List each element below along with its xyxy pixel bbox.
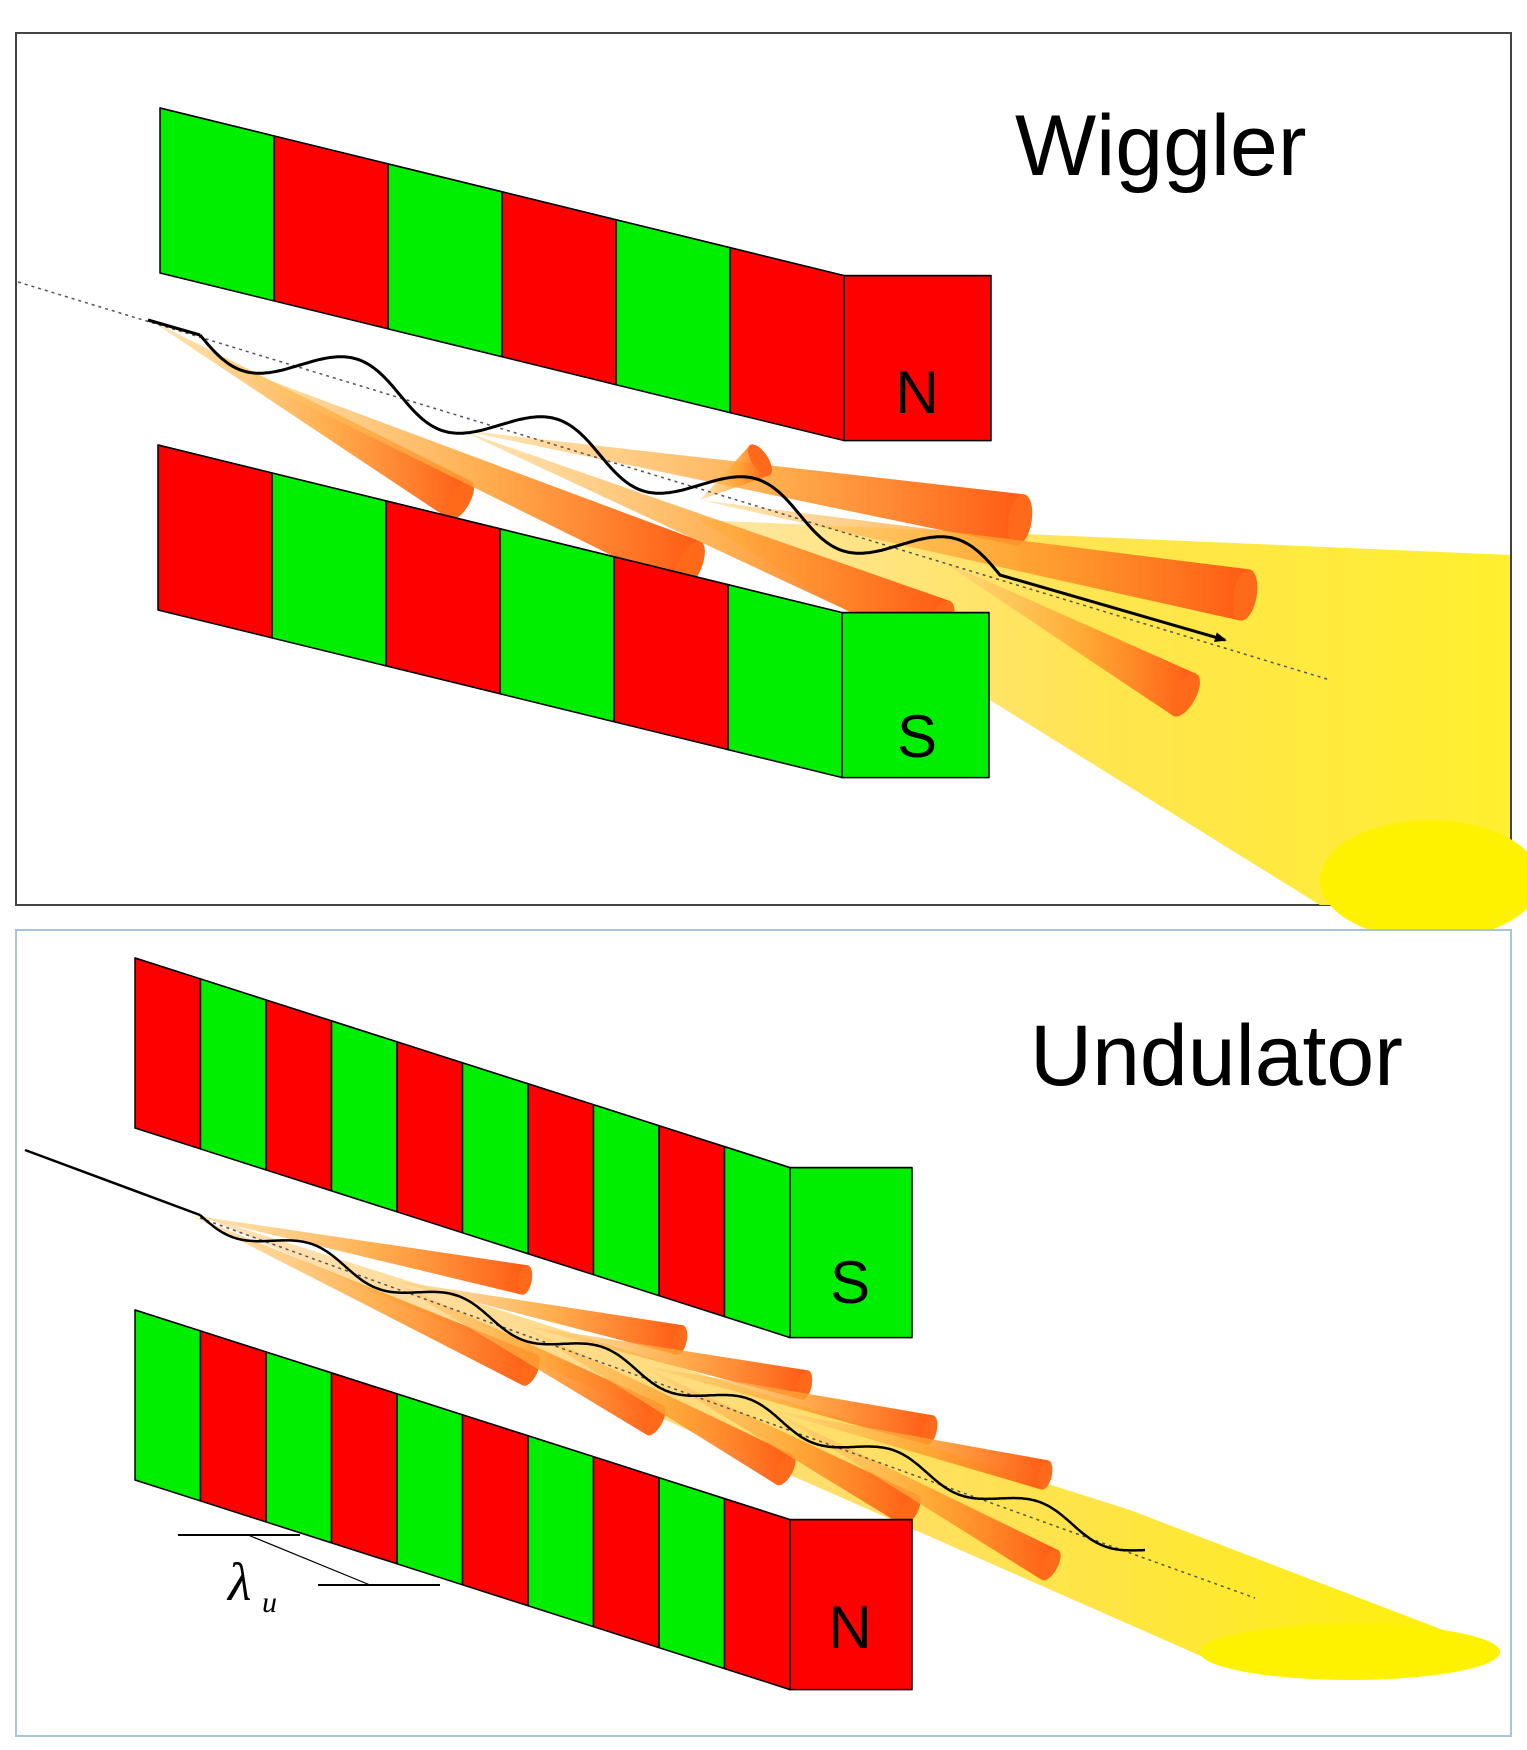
wiggler-upper-magnet-side (273, 135, 389, 330)
undulator-radiation-cone (390, 1280, 663, 1436)
wiggler-radiation-cone-tip (446, 480, 474, 520)
undulator-lower-magnet-side (527, 1435, 595, 1628)
undulator-radiation-cone-tip (1037, 1460, 1053, 1490)
wiggler-upper-magnet-side (159, 107, 275, 302)
wiggler-radiation-cone-tip (1007, 494, 1033, 546)
undulator-lower-magnet-side (658, 1476, 726, 1670)
undulator-radiation-cone-tip (922, 1415, 938, 1445)
undulator-lower-magnet-side (723, 1497, 791, 1691)
wiggler-title: Wiggler (1015, 98, 1307, 194)
undulator-beam-axis (199, 1217, 1256, 1599)
undulator-upper-magnet-side (134, 957, 202, 1150)
undulator-radiation-cone (190, 1215, 538, 1386)
wiggler-lower-magnet-side (157, 444, 273, 639)
wiggler-radiation-cone-tip (747, 444, 773, 476)
wiggler-lower-magnet-side (613, 555, 729, 751)
undulator-period-lambda: λ (226, 1552, 251, 1612)
undulator-period-marker: λ u (178, 1534, 440, 1619)
undulator-upper-pole-label: S (830, 1249, 870, 1316)
undulator-upper-magnet-side (527, 1083, 595, 1276)
undulator-radiation-cone (640, 1365, 919, 1525)
undulator-lower-magnet-side (199, 1330, 267, 1523)
undulator-panel: λ u Undulator S N (15, 929, 1512, 1737)
undulator-upper-magnet-side (396, 1041, 464, 1234)
wiggler-radiation-cone (940, 560, 1197, 717)
undulator-radiation-cone (640, 1365, 934, 1445)
undulator-lower-magnet-side (134, 1309, 202, 1502)
undulator-upper-magnet-side (330, 1020, 398, 1213)
wiggler-panel: Wiggler N S (15, 32, 1527, 940)
undulator-upper-magnet-side (461, 1062, 529, 1255)
wiggler-lower-magnet-side (271, 472, 387, 667)
wiggler-upper-magnet-row (159, 107, 992, 442)
undulator-radiation-cone-tip (774, 1454, 796, 1486)
wiggler-radiation-cone-tip (1170, 673, 1200, 717)
wiggler-electron-trajectory (147, 318, 1225, 640)
wiggler-lower-magnet-side (385, 500, 501, 695)
wiggler-lower-magnet-side (727, 583, 843, 779)
undulator-radiation-cone-tip (797, 1370, 813, 1400)
undulator-lower-magnet-row (134, 1309, 913, 1691)
undulator-upper-magnet-side (723, 1145, 791, 1339)
undulator-radiation-fan (200, 1215, 1500, 1680)
undulator-radiation-cone (520, 1325, 794, 1485)
undulator-electron-trajectory (24, 1148, 1146, 1552)
undulator-radiation-cone (770, 1410, 1049, 1490)
wiggler-upper-magnet-side (615, 218, 731, 414)
wiggler-upper-pole-label: N (895, 359, 938, 426)
wiggler-lower-magnet-row (157, 444, 990, 779)
wiggler-upper-magnet-side (501, 191, 617, 386)
undulator-upper-magnet-side (592, 1103, 660, 1297)
undulator-lower-magnet-side (592, 1455, 660, 1649)
undulator-upper-magnet-side (265, 999, 333, 1192)
undulator-radiation-cone-tip (517, 1265, 533, 1295)
wiggler-lower-magnet-side (499, 528, 615, 723)
wiggler-upper-magnet-side (387, 163, 503, 358)
undulator-radiation-cone-tip (1039, 1549, 1061, 1581)
undulator-radiation-cone (190, 1215, 528, 1295)
undulator-upper-magnet-side (658, 1124, 726, 1318)
wiggler-beam-axis (17, 281, 1331, 681)
undulator-radiation-cones (190, 1215, 1061, 1581)
undulator-lower-magnet-side (396, 1393, 464, 1586)
undulator-fan-end (1200, 1624, 1500, 1680)
undulator-lower-magnet-side (330, 1372, 398, 1565)
undulator-radiation-cone-tip (672, 1325, 688, 1355)
undulator-upper-magnet-side (199, 978, 267, 1171)
wiggler-radiation-cone-tip (1232, 569, 1258, 621)
undulator-radiation-cone-tip (899, 1494, 921, 1526)
undulator-lower-magnet-side (461, 1414, 529, 1607)
wiggler-radiation-cone (460, 430, 950, 650)
wiggler-upper-magnet-side (729, 246, 845, 442)
undulator-lower-magnet-side (265, 1351, 333, 1544)
undulator-period-subscript: u (262, 1586, 277, 1619)
undulator-radiation-cone (770, 1410, 1059, 1580)
undulator-lower-pole-label: N (828, 1594, 871, 1661)
wiggler-lower-pole-label: S (897, 703, 937, 770)
undulator-upper-magnet-row (134, 957, 913, 1339)
undulator-title: Undulator (1030, 1008, 1403, 1104)
wiggler-radiation-cone (150, 320, 472, 520)
wiggler-radiation-cone (215, 360, 701, 589)
wiggler-fan-end (1320, 820, 1527, 940)
